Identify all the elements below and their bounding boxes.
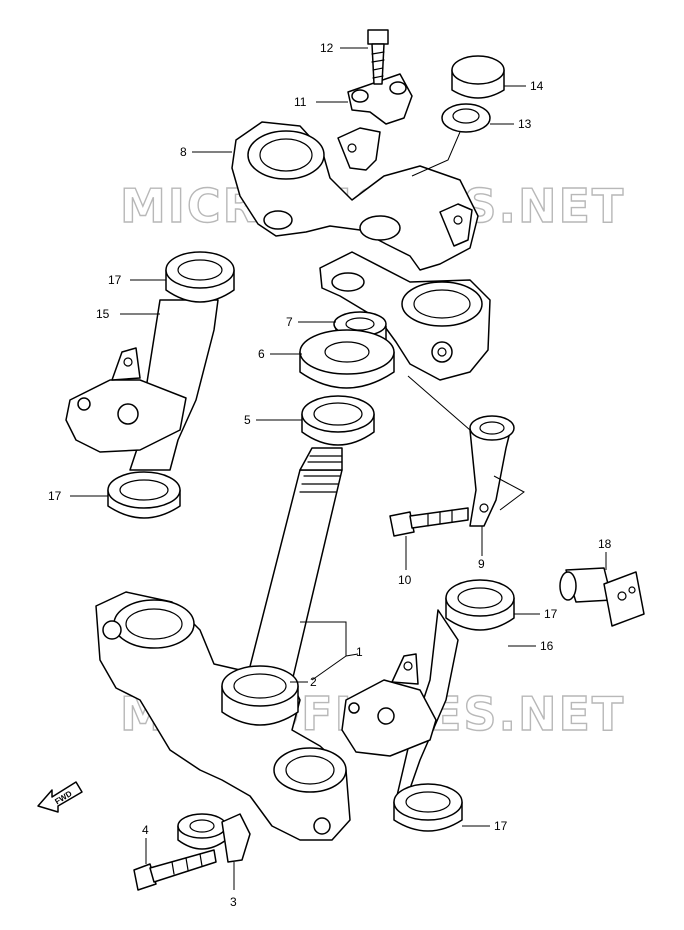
lower-bracket (95, 591, 351, 841)
part-1-steering-stem (243, 447, 343, 691)
part-3-clamp (177, 813, 251, 863)
label-16: 16 (540, 639, 554, 653)
part-17-grommet-upper-right (445, 579, 515, 631)
label-11: 11 (294, 95, 307, 109)
label-12: 12 (320, 41, 334, 55)
upper-clamp (319, 251, 491, 381)
label-14: 14 (530, 79, 544, 93)
part-11-holder (347, 73, 413, 125)
callouts: 12 11 14 13 8 17 15 7 6 5 17 9 10 18 17 … (48, 41, 612, 909)
label-5: 5 (244, 413, 251, 427)
label-17-b: 17 (48, 489, 62, 503)
upper-bracket (231, 121, 479, 271)
part-13-washer (441, 103, 491, 133)
fwd-arrow-icon: FWD (37, 781, 83, 813)
part-18-switch (559, 567, 645, 627)
part-4-bolt (133, 849, 217, 891)
label-13: 13 (518, 117, 532, 131)
part-9-clamp (469, 415, 515, 527)
part-5-bearing (301, 395, 375, 446)
label-8: 8 (180, 145, 187, 159)
part-17-grommet-lower-left (107, 471, 181, 519)
label-6: 6 (258, 347, 265, 361)
label-3: 3 (230, 895, 237, 909)
label-17-d: 17 (494, 819, 508, 833)
label-15: 15 (96, 307, 110, 321)
label-9: 9 (478, 557, 485, 571)
part-6-washer (299, 329, 395, 389)
part-14-cap (451, 55, 505, 99)
label-4: 4 (142, 823, 149, 837)
part-15-left-bracket (65, 299, 219, 471)
label-7: 7 (286, 315, 293, 329)
part-16-right-bracket (341, 609, 459, 801)
part-2-lower-bearing (221, 665, 299, 726)
label-17-a: 17 (108, 273, 122, 287)
part-17-grommet-upper-left (165, 251, 235, 303)
part-17-grommet-lower-right (393, 783, 463, 832)
label-18: 18 (598, 537, 612, 551)
label-17-c: 17 (544, 607, 558, 621)
label-10: 10 (398, 573, 412, 587)
label-2: 2 (310, 675, 317, 689)
label-1: 1 (356, 645, 363, 659)
part-12-bolt (367, 29, 389, 85)
part-10-bolt (389, 507, 469, 537)
